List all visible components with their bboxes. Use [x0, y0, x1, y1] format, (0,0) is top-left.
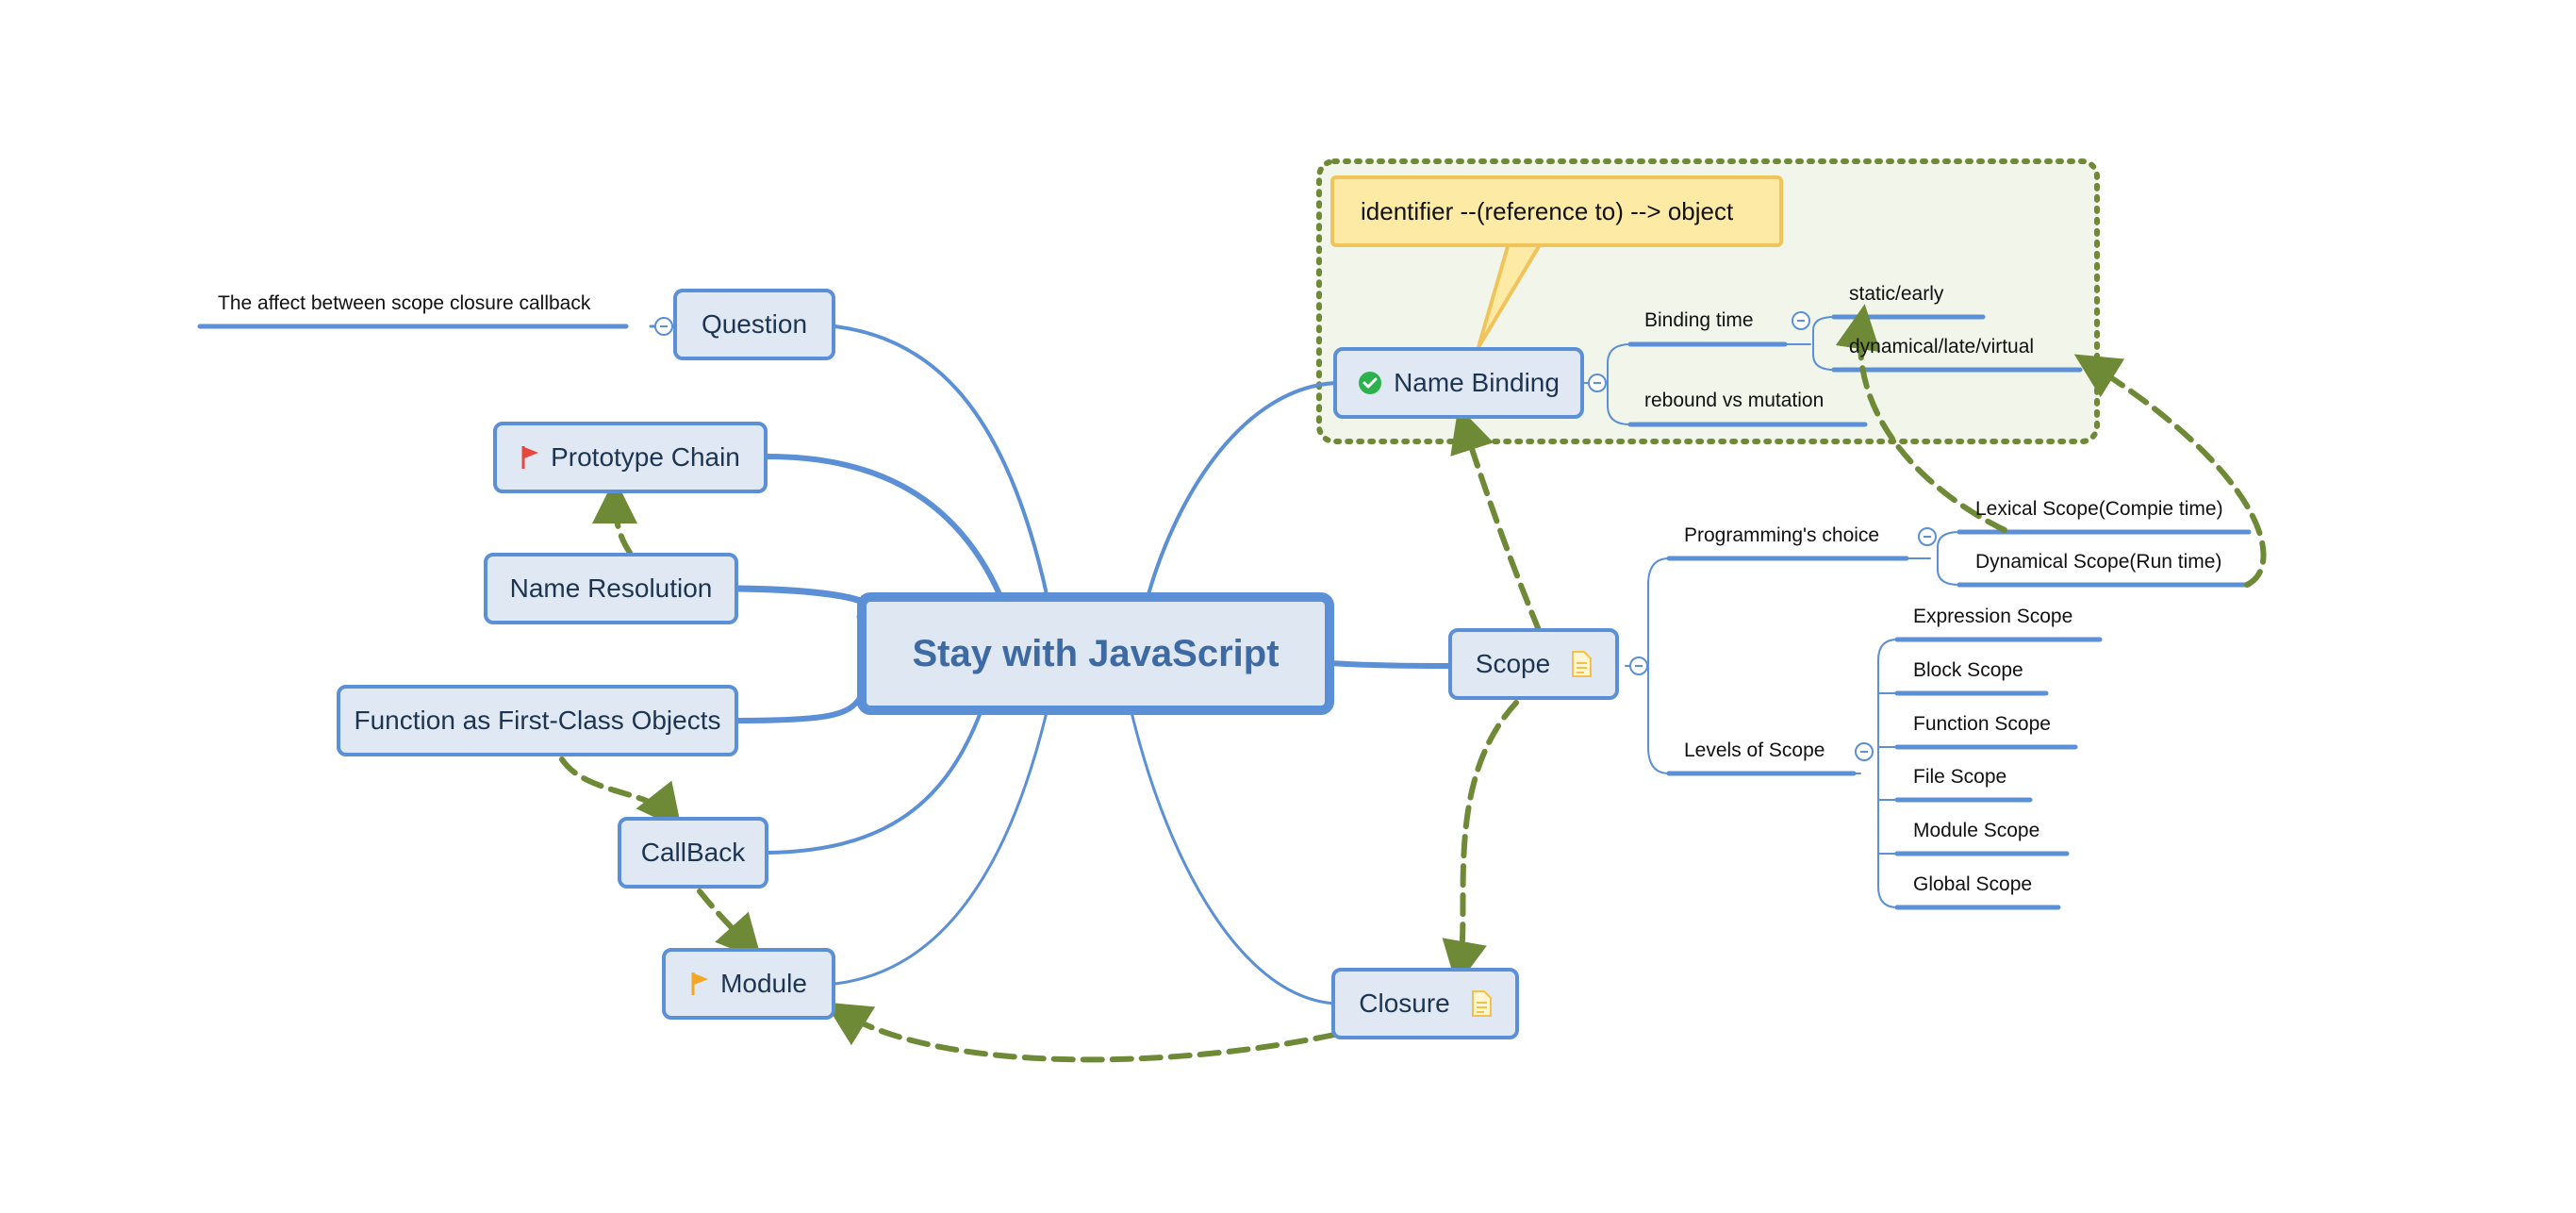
branch-function	[735, 695, 863, 723]
subtopic-block-scope[interactable]: Block Scope	[1913, 659, 2023, 681]
programming-choice-collapse-toggle[interactable]	[1918, 527, 1937, 546]
main-branches	[734, 324, 1455, 1005]
binding-time-collapse-toggle[interactable]	[1792, 311, 1810, 330]
branch-module	[833, 710, 1049, 986]
topic-name-binding-label: Name Binding	[1394, 368, 1560, 397]
branch-scope	[1329, 660, 1455, 669]
name-binding-collapse-toggle[interactable]	[1588, 374, 1607, 392]
subtopic-global-scope[interactable]: Global Scope	[1913, 873, 2033, 895]
subtopic-function-scope[interactable]: Function Scope	[1913, 713, 2051, 735]
topic-module-label: Module	[720, 969, 807, 998]
topic-prototype-chain-label: Prototype Chain	[551, 442, 740, 472]
scope-collapse-toggle[interactable]	[1629, 656, 1648, 675]
question-collapse-toggle[interactable]	[654, 317, 673, 336]
topic-function-first-class-label: Function as First-Class Objects	[354, 706, 721, 735]
central-topic-title: Stay with JavaScript	[912, 632, 1280, 674]
subtopic-programmings-choice[interactable]: Programming's choice	[1684, 524, 1880, 546]
topic-name-binding[interactable]: Name Binding	[1333, 347, 1584, 419]
subtopic-rebound-vs-mutation[interactable]: rebound vs mutation	[1644, 390, 1825, 411]
red-flag-icon	[520, 445, 539, 470]
central-topic[interactable]: Stay with JavaScript	[857, 592, 1334, 715]
relationship-callback-to-module	[697, 889, 763, 961]
topic-scope-label: Scope	[1475, 649, 1551, 678]
subtopic-dynamical-scope[interactable]: Dynamical Scope(Run time)	[1975, 551, 2222, 573]
topic-function-first-class[interactable]: Function as First-Class Objects	[337, 685, 738, 756]
branch-callback	[766, 710, 983, 855]
topic-callback[interactable]: CallBack	[618, 817, 768, 889]
topic-closure-label: Closure	[1359, 989, 1450, 1018]
name-binding-callout[interactable]: identifier --(reference to) --> object	[1330, 175, 1783, 247]
levels-of-scope-collapse-toggle[interactable]	[1855, 742, 1874, 761]
topic-module[interactable]: Module	[662, 948, 835, 1020]
topic-name-resolution-label: Name Resolution	[509, 573, 713, 603]
subtopic-lexical-scope[interactable]: Lexical Scope(Compie time)	[1975, 498, 2223, 520]
relationship-scope-to-closure	[1442, 700, 1519, 987]
branch-prototype-chain	[765, 454, 1002, 597]
relationship-closure-to-module	[824, 1002, 1337, 1063]
branch-question	[833, 324, 1049, 596]
topic-question[interactable]: Question	[673, 289, 835, 360]
note-icon[interactable]	[1471, 990, 1492, 1017]
subtopic-file-scope[interactable]: File Scope	[1913, 766, 2007, 788]
relationship-scope-to-name-binding	[1450, 406, 1542, 633]
topic-scope[interactable]: Scope	[1448, 628, 1619, 700]
note-icon[interactable]	[1571, 651, 1593, 677]
relationship-dynamical-to-dynamical-late	[2073, 354, 2267, 588]
branch-closure	[1130, 710, 1339, 1005]
topic-callback-label: CallBack	[640, 838, 746, 867]
subtopic-dynamical-late-virtual[interactable]: dynamical/late/virtual	[1849, 336, 2035, 357]
topic-closure[interactable]: Closure	[1331, 968, 1519, 1039]
subtopic-levels-of-scope[interactable]: Levels of Scope	[1684, 739, 1825, 761]
relationship-function-to-callback	[559, 756, 683, 831]
callout-text: identifier --(reference to) --> object	[1361, 196, 1734, 225]
topic-question-label: Question	[701, 309, 808, 339]
topic-name-resolution[interactable]: Name Resolution	[484, 553, 738, 624]
branch-name-resolution	[734, 585, 877, 621]
question-child-label[interactable]: The affect between scope closure callbac…	[218, 292, 591, 314]
orange-flag-icon	[690, 972, 709, 996]
subtopic-static-early[interactable]: static/early	[1849, 283, 1944, 305]
relationship-lexical-to-static	[1835, 304, 2007, 533]
branch-name-binding	[1147, 381, 1337, 596]
relationship-resolution-to-prototype	[592, 478, 638, 556]
relationship-arrows	[559, 304, 2267, 1063]
check-circle-icon	[1358, 371, 1382, 395]
subtopic-module-scope[interactable]: Module Scope	[1913, 820, 2040, 841]
subtopic-expression-scope[interactable]: Expression Scope	[1913, 606, 2073, 627]
topic-prototype-chain[interactable]: Prototype Chain	[493, 422, 768, 493]
subtopic-binding-time[interactable]: Binding time	[1644, 309, 1754, 331]
